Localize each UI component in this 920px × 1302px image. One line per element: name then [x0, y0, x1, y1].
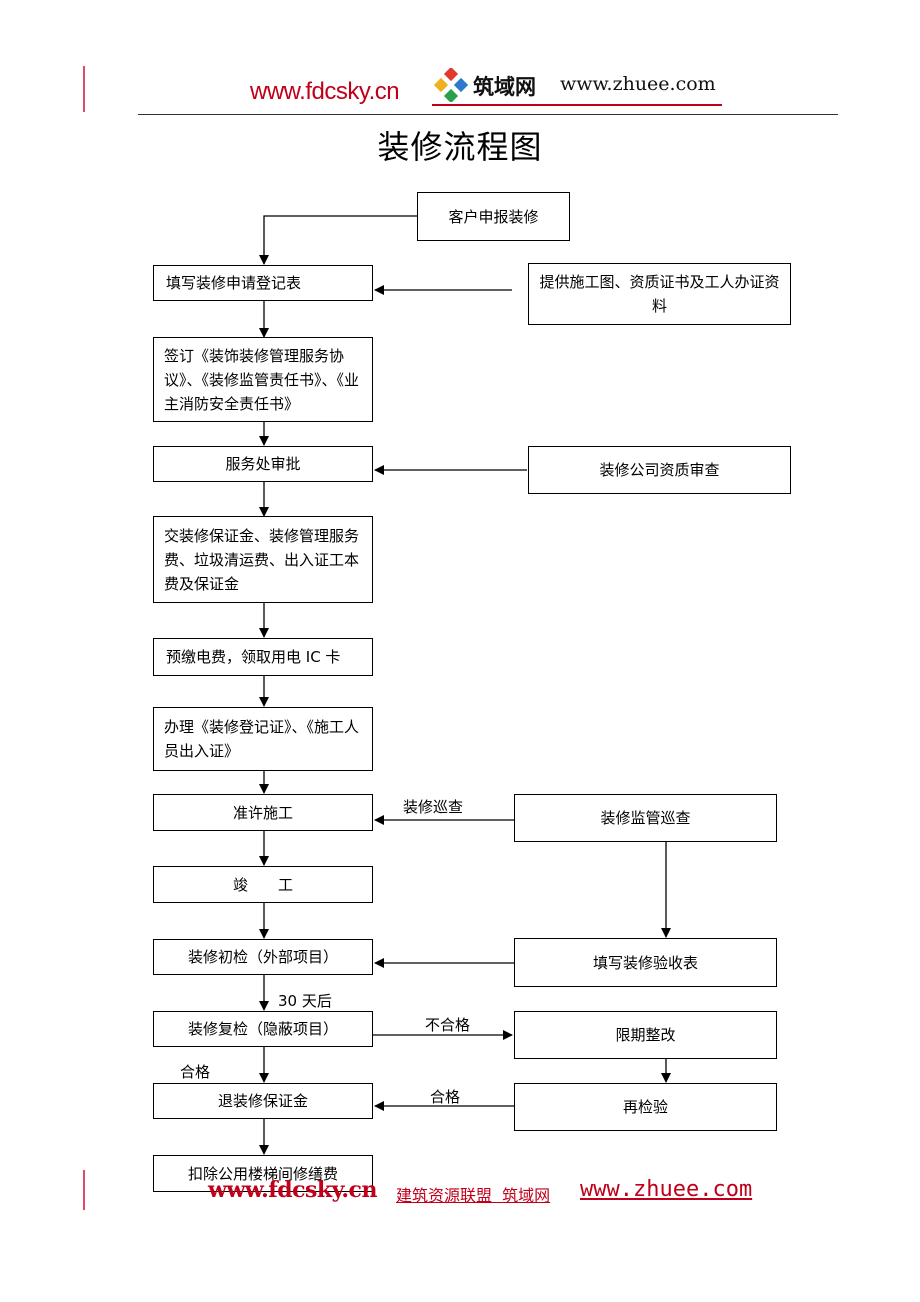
step-permit-construction-text: 准许施工 [232, 803, 293, 822]
step-office-approval-text: 服务处审批 [225, 455, 301, 473]
step-obtain-certificates: 办理《装修登记证》、《施工人员出入证》 [153, 707, 373, 771]
step-sign-agreements: 签订《装饰装修管理服务协议》、《装修监管责任书》、《业主消防安全责任书》 [153, 337, 373, 422]
step-refund-deposit-text: 退装修保证金 [217, 1092, 308, 1110]
footer-site: www.fdcsky.cn [208, 1177, 377, 1203]
step-fill-application: 填写装修申请登记表 [153, 265, 373, 301]
label-pass-left: 合格 [180, 1063, 211, 1081]
step-completion: 竣 工 [153, 866, 373, 903]
step-apply-renovation: 客户申报装修 [417, 192, 570, 241]
label-patrol: 装修巡查 [403, 798, 464, 816]
step-initial-inspection: 装修初检（外部项目） [153, 939, 373, 975]
header-rule [138, 114, 838, 115]
label-pass-right: 合格 [430, 1088, 461, 1106]
step-refund-deposit: 退装修保证金 [153, 1083, 373, 1119]
header-url: www.zhuee.com [560, 73, 716, 95]
step-rectify-deadline-text: 限期整改 [615, 1026, 676, 1044]
step-provide-documents: 提供施工图、资质证书及工人办证资料 [528, 263, 791, 325]
step-fill-application-text: 填写装修申请登记表 [166, 274, 302, 292]
step-rectify-deadline: 限期整改 [514, 1011, 777, 1059]
step-permit-construction: 准许施工 [153, 794, 373, 831]
step-deduct-repair-fee: 扣除公用楼梯间修缮费 [153, 1155, 373, 1192]
step-re-inspection-text: 装修复检（隐蔽项目） [187, 1020, 338, 1038]
step-supervision-patrol-text: 装修监管巡查 [600, 809, 691, 827]
step-prepay-electricity: 预缴电费，领取用电 IC 卡 [153, 638, 373, 676]
footer-text: 建筑资源联盟 筑域网 [396, 1186, 551, 1205]
step-pay-fees: 交装修保证金、装修管理服务费、垃圾清运费、出入证工本费及保证金 [153, 516, 373, 603]
step-initial-inspection-text: 装修初检（外部项目） [187, 948, 338, 966]
step-obtain-certificates-text: 办理《装修登记证》、《施工人员出入证》 [164, 718, 360, 760]
step-sign-agreements-text: 签订《装饰装修管理服务协议》、《装修监管责任书》、《业主消防安全责任书》 [164, 346, 360, 413]
step-prepay-electricity-text: 预缴电费，领取用电 IC 卡 [166, 648, 341, 666]
step-company-qualification: 装修公司资质审查 [528, 446, 791, 494]
step-recheck-text: 再检验 [622, 1098, 668, 1116]
step-acceptance-form: 填写装修验收表 [514, 938, 777, 987]
footer-url: www.zhuee.com [580, 1177, 753, 1202]
page-title: 装修流程图 [377, 128, 543, 166]
margin-mark-top [83, 66, 85, 112]
header-site: www.fdcsky.cn [250, 78, 400, 105]
step-completion-text: 竣 工 [232, 875, 293, 894]
step-acceptance-form-text: 填写装修验收表 [592, 953, 698, 972]
step-re-inspection: 装修复检（隐蔽项目） [153, 1011, 373, 1047]
label-fail: 不合格 [425, 1016, 471, 1034]
step-provide-documents-text: 提供施工图、资质证书及工人办证资料 [539, 273, 780, 315]
step-recheck: 再检验 [514, 1083, 777, 1131]
step-office-approval: 服务处审批 [153, 446, 373, 482]
brand-logo-icon [434, 68, 468, 102]
step-company-qualification-text: 装修公司资质审查 [599, 461, 720, 479]
step-pay-fees-text: 交装修保证金、装修管理服务费、垃圾清运费、出入证工本费及保证金 [164, 526, 360, 593]
step-supervision-patrol: 装修监管巡查 [514, 794, 777, 842]
step-deduct-repair-fee-text: 扣除公用楼梯间修缮费 [187, 1164, 338, 1183]
header-red-underline [432, 104, 722, 106]
step-apply-renovation-text: 客户申报装修 [448, 207, 539, 226]
label-after-30-days: 30 天后 [278, 992, 332, 1010]
margin-mark-bottom [83, 1170, 85, 1210]
header-brand: 筑域网 [473, 74, 536, 99]
